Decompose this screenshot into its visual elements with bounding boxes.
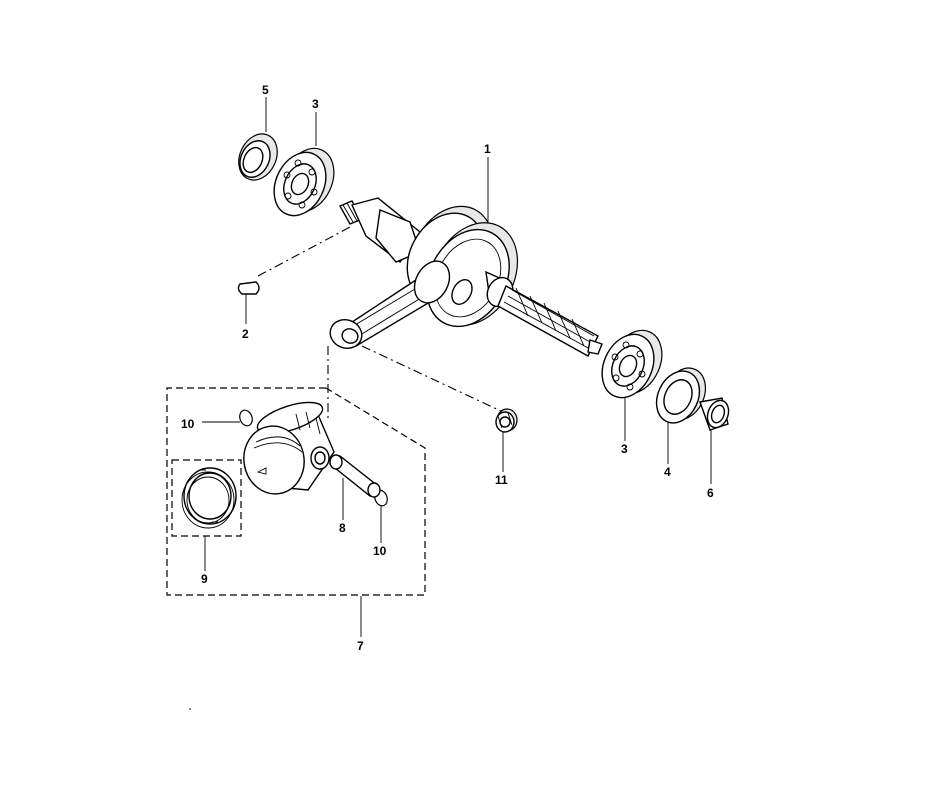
label-part-9: 9: [201, 572, 208, 586]
label-part-1: 1: [484, 142, 491, 156]
label-part-11: 11: [495, 473, 508, 487]
connecting-rod: [329, 260, 451, 349]
label-part-6: 6: [707, 486, 714, 500]
needle-bearing: [495, 408, 518, 433]
oil-seal-right: [655, 367, 707, 424]
label-part-5: 5: [262, 83, 269, 97]
label-part-3-left: 3: [312, 97, 319, 111]
bearing-left: [273, 147, 335, 217]
crankshaft: [339, 197, 603, 357]
label-part-8: 8: [339, 521, 346, 535]
piston: [243, 401, 335, 495]
piston-kit-box: [166, 387, 426, 596]
label-part-10-left: 10: [181, 417, 195, 431]
label-part-4: 4: [664, 465, 671, 479]
label-part-7: 7: [357, 639, 364, 653]
piston-rings: [181, 467, 237, 529]
center-lines: [257, 225, 504, 418]
collar: [699, 397, 730, 431]
leader-lines: [202, 97, 712, 637]
piston-pin: [328, 454, 381, 498]
label-part-3-right: 3: [621, 442, 628, 456]
stray-dot: [189, 708, 191, 710]
woodruff-key: [237, 281, 260, 295]
bearing-right: [601, 329, 663, 399]
part-number-labels: 1 2 3 3 4 5 6 7 8 9 10 10 11: [181, 83, 714, 653]
label-part-10-right: 10: [373, 544, 387, 558]
oil-seal-left: [238, 133, 278, 181]
label-part-2: 2: [242, 327, 249, 341]
